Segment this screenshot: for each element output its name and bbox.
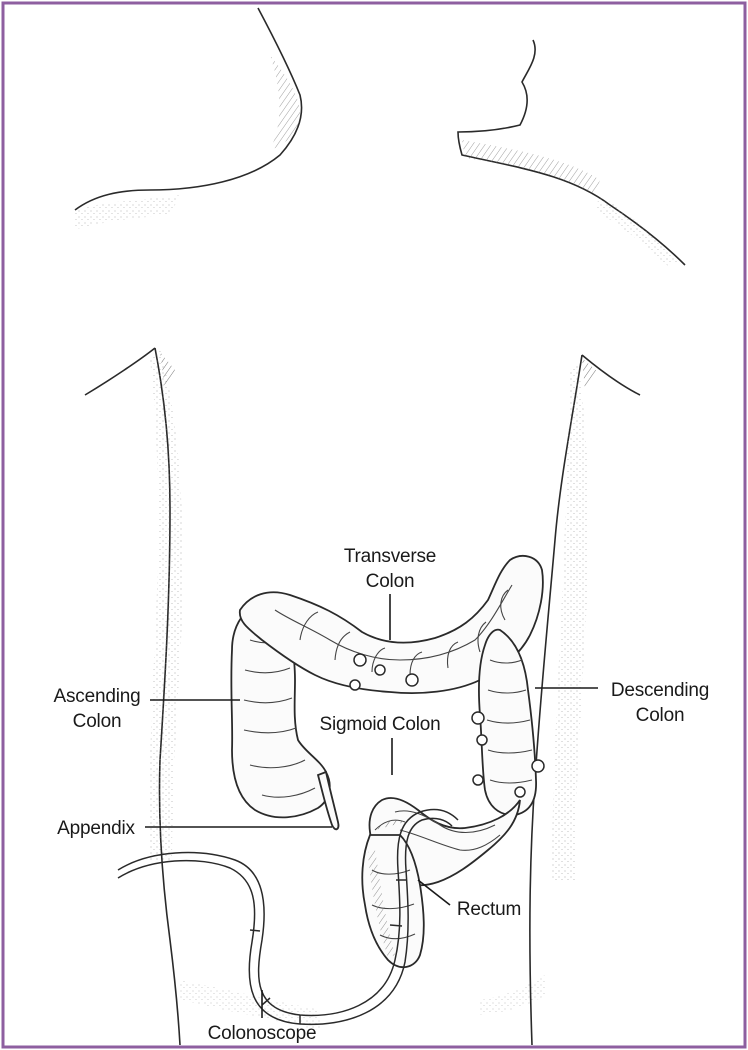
transverse-colon-label-line1: Transverse <box>344 546 436 567</box>
descending-colon-label-line1: Descending <box>611 680 709 701</box>
rectum-label: Rectum <box>457 899 521 920</box>
appendix-label: Appendix <box>57 818 135 839</box>
colonoscope-label: Colonoscope <box>208 1023 317 1044</box>
ascending-colon-label-line2: Colon <box>73 711 122 732</box>
sigmoid-colon-label: Sigmoid Colon <box>320 714 441 735</box>
descending-colon-label-line2: Colon <box>636 705 685 726</box>
descending-colon-shape <box>479 630 536 815</box>
ascending-colon-label-line1: Ascending <box>54 686 141 707</box>
transverse-colon-label-line2: Colon <box>366 571 415 592</box>
